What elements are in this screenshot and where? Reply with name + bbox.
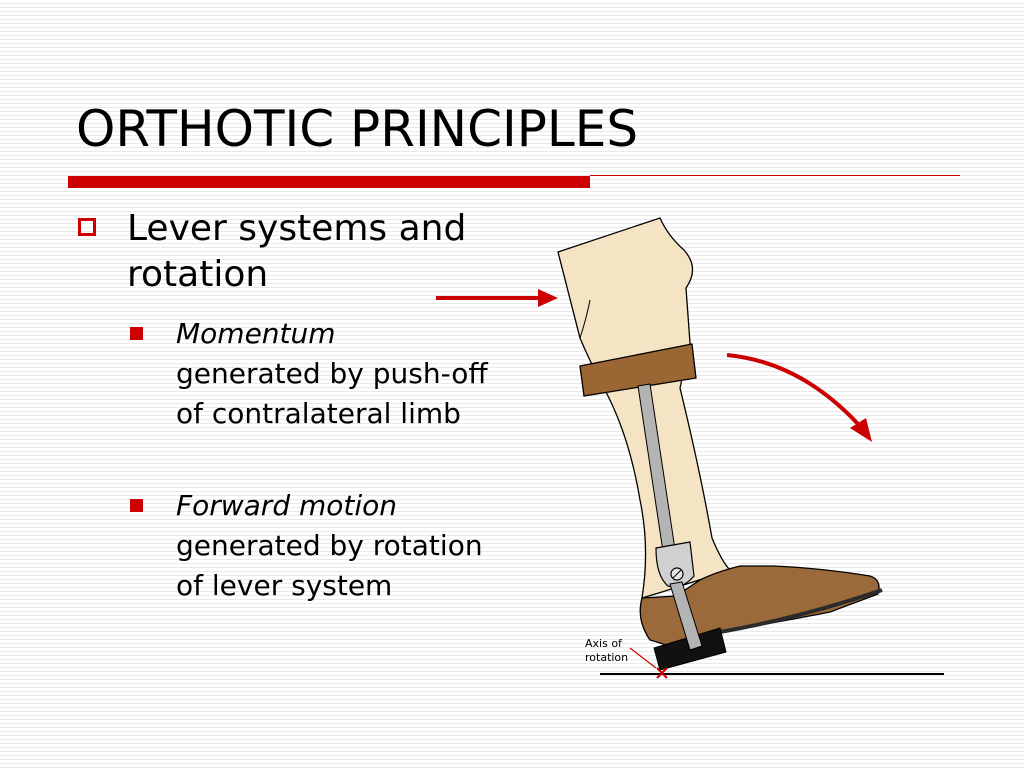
bullet-lever-systems-text: Lever systems and rotation <box>127 208 467 295</box>
axis-label-line2: rotation <box>585 651 628 664</box>
sub-bullet-momentum-emphasis: Momentum <box>176 317 336 350</box>
push-arrow-icon <box>436 289 558 307</box>
shoe <box>639 565 880 649</box>
knee-outline <box>579 299 591 339</box>
filled-square-bullet-icon <box>130 327 143 340</box>
sub-bullet-forward-motion-emphasis: Forward motion <box>176 489 398 522</box>
sub-bullet-forward-motion-text: generated by rotation of lever system <box>176 529 483 602</box>
hollow-square-bullet-icon <box>78 218 96 236</box>
ankle-joint-housing <box>655 541 695 588</box>
sub-bullet-forward-motion: Forward motion generated by rotation of … <box>130 486 510 606</box>
orthosis-stirrup <box>669 581 703 651</box>
slide-title: ORTHOTIC PRINCIPLES <box>76 100 639 158</box>
sub-bullet-momentum-text: generated by push-off of contralateral l… <box>176 357 488 430</box>
axis-of-rotation-marker <box>629 647 668 679</box>
rotation-arrow-icon <box>726 353 872 442</box>
calf-cuff <box>579 343 697 397</box>
shoe-sole <box>719 588 883 634</box>
title-underline-thick <box>68 176 590 188</box>
filled-square-bullet-icon <box>130 499 143 512</box>
bullet-lever-systems: Lever systems and rotation <box>78 206 498 298</box>
title-underline-thin <box>590 175 960 176</box>
axis-label-line1: Axis of <box>585 637 623 650</box>
sub-bullet-momentum: Momentum generated by push-off of contra… <box>130 314 510 434</box>
orthosis-leg-illustration: Axis of rotation <box>436 217 944 679</box>
